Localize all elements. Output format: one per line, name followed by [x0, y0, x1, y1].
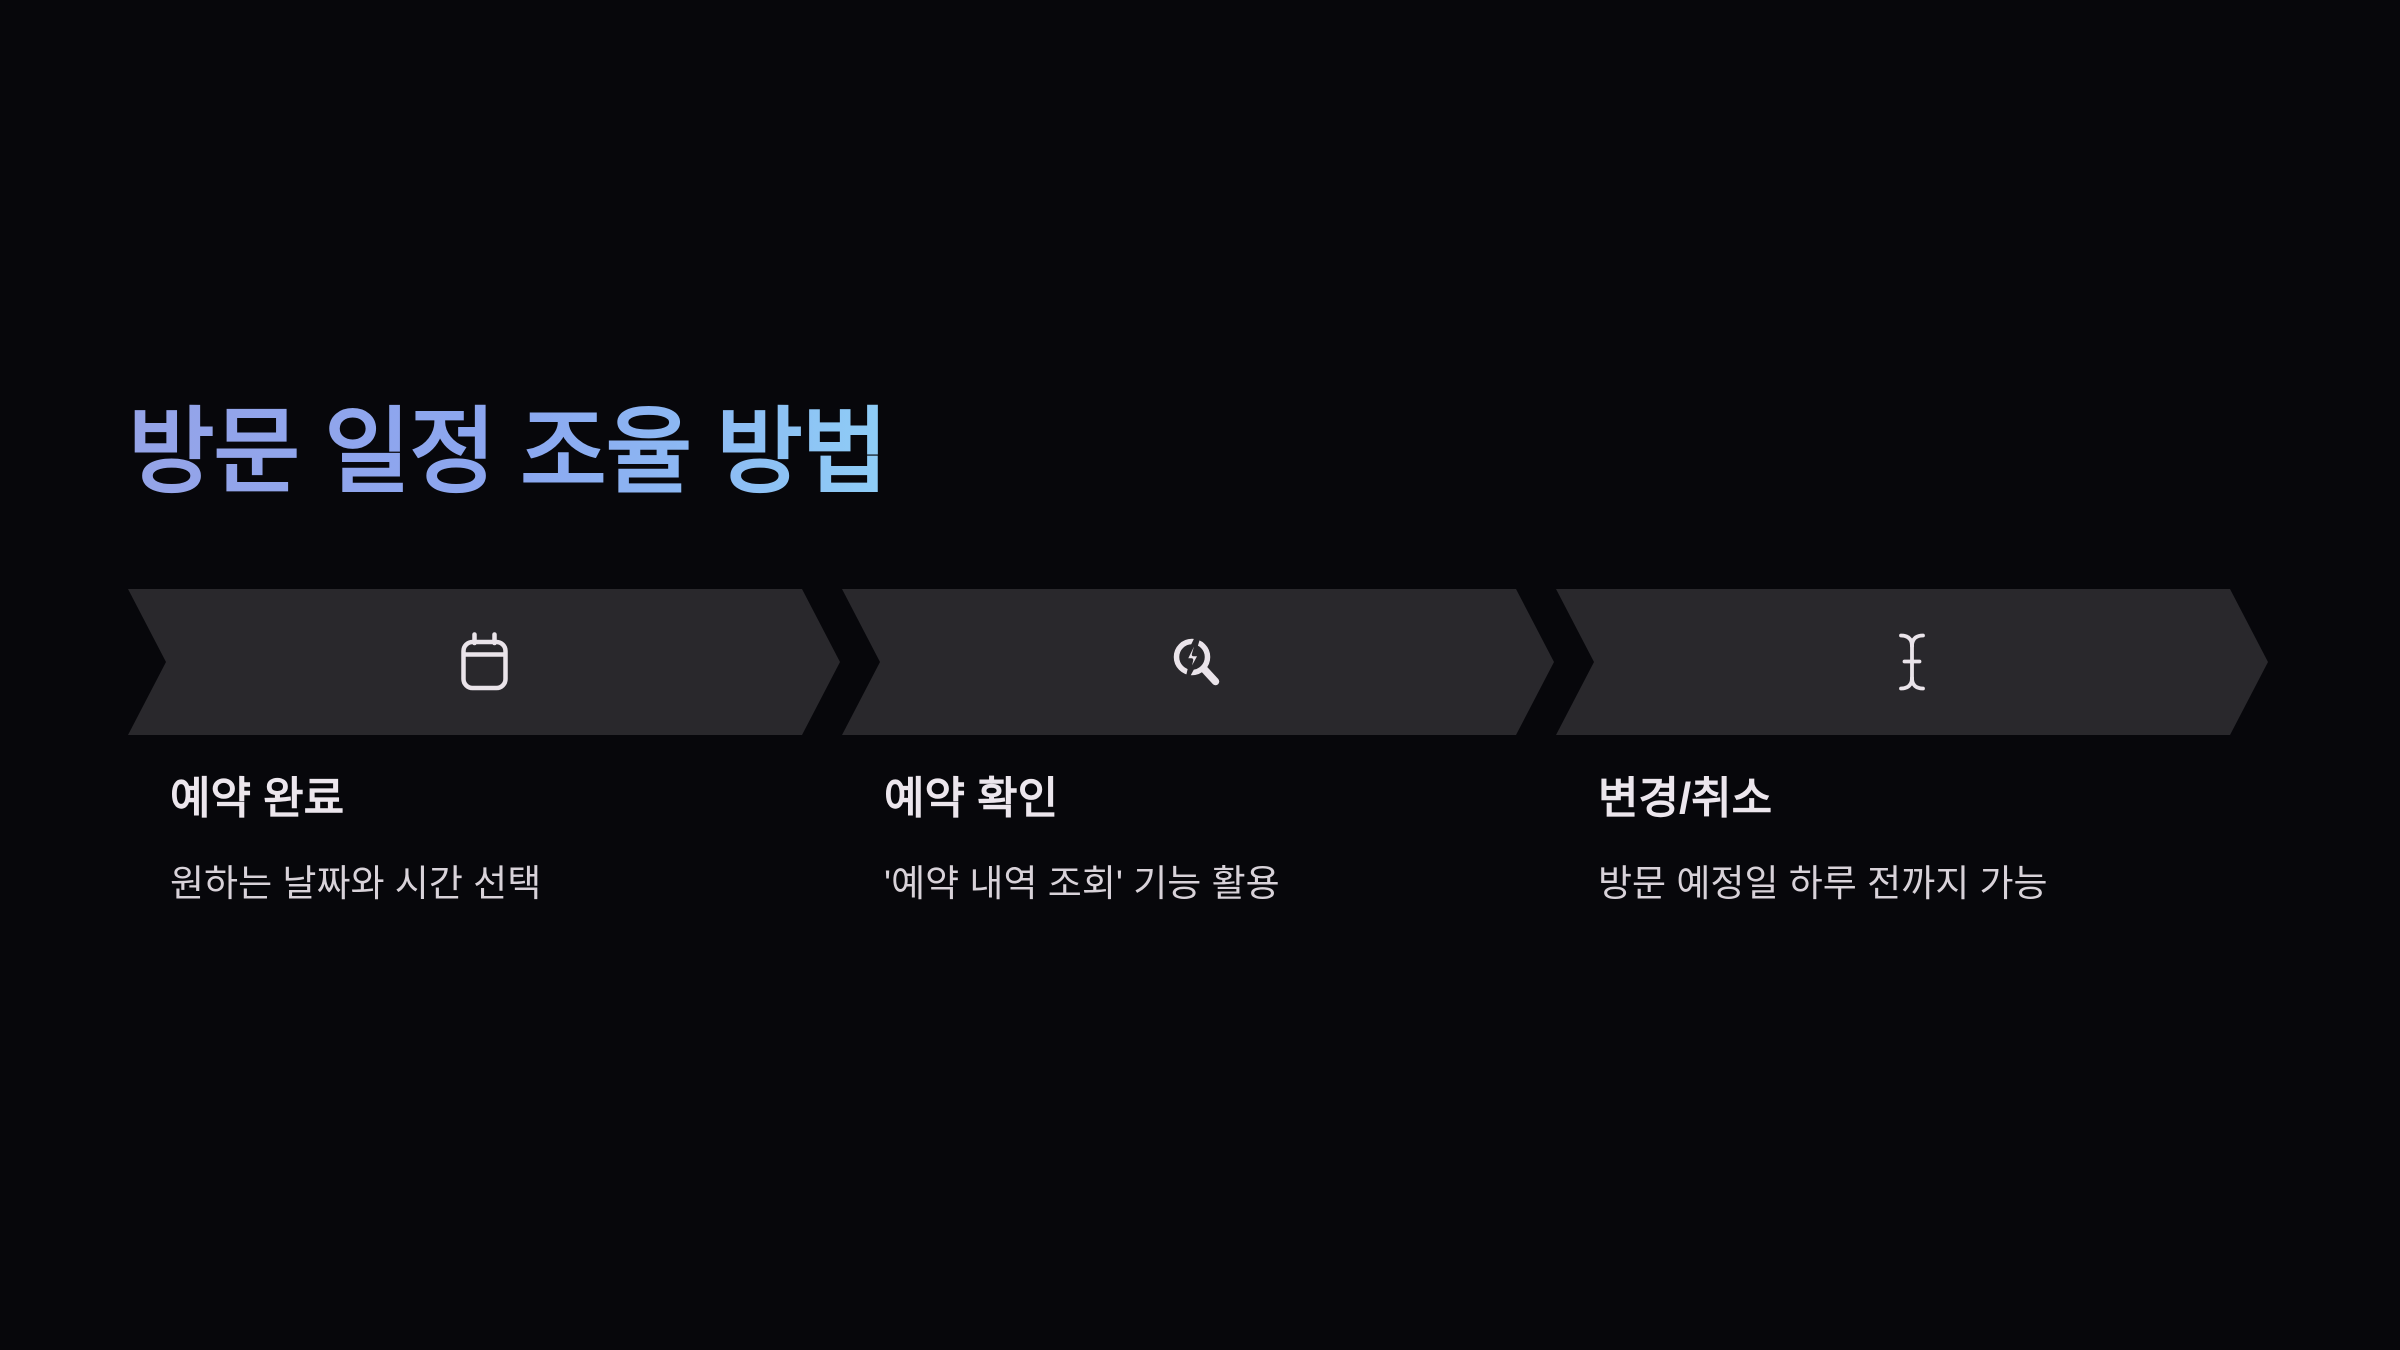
step-chevron-3 — [1556, 589, 2268, 735]
step-title: 변경/취소 — [1598, 774, 1773, 823]
page-title: 방문 일정 조율 방법 — [128, 398, 888, 506]
calendar-icon — [460, 632, 509, 692]
process-flow — [128, 589, 2268, 735]
step-title: 예약 완료 — [170, 774, 345, 823]
step-description: 원하는 날짜와 시간 선택 — [170, 862, 542, 904]
step-description: 방문 예정일 하루 전까지 가능 — [1598, 862, 2048, 904]
step-chevron-2 — [842, 589, 1554, 735]
step-title: 예약 확인 — [884, 774, 1059, 823]
search-zap-icon — [1173, 635, 1223, 689]
step-label-2: 예약 확인 '예약 내역 조회' 기능 활용 — [842, 773, 1554, 906]
step-label-3: 변경/취소 방문 예정일 하루 전까지 가능 — [1556, 773, 2268, 906]
step-labels: 예약 완료 원하는 날짜와 시간 선택 예약 확인 '예약 내역 조회' 기능 … — [128, 773, 2268, 906]
text-cursor-icon — [1894, 631, 1930, 693]
step-chevron-1 — [128, 589, 840, 735]
step-label-1: 예약 완료 원하는 날짜와 시간 선택 — [128, 773, 840, 906]
step-description: '예약 내역 조회' 기능 활용 — [884, 862, 1280, 904]
